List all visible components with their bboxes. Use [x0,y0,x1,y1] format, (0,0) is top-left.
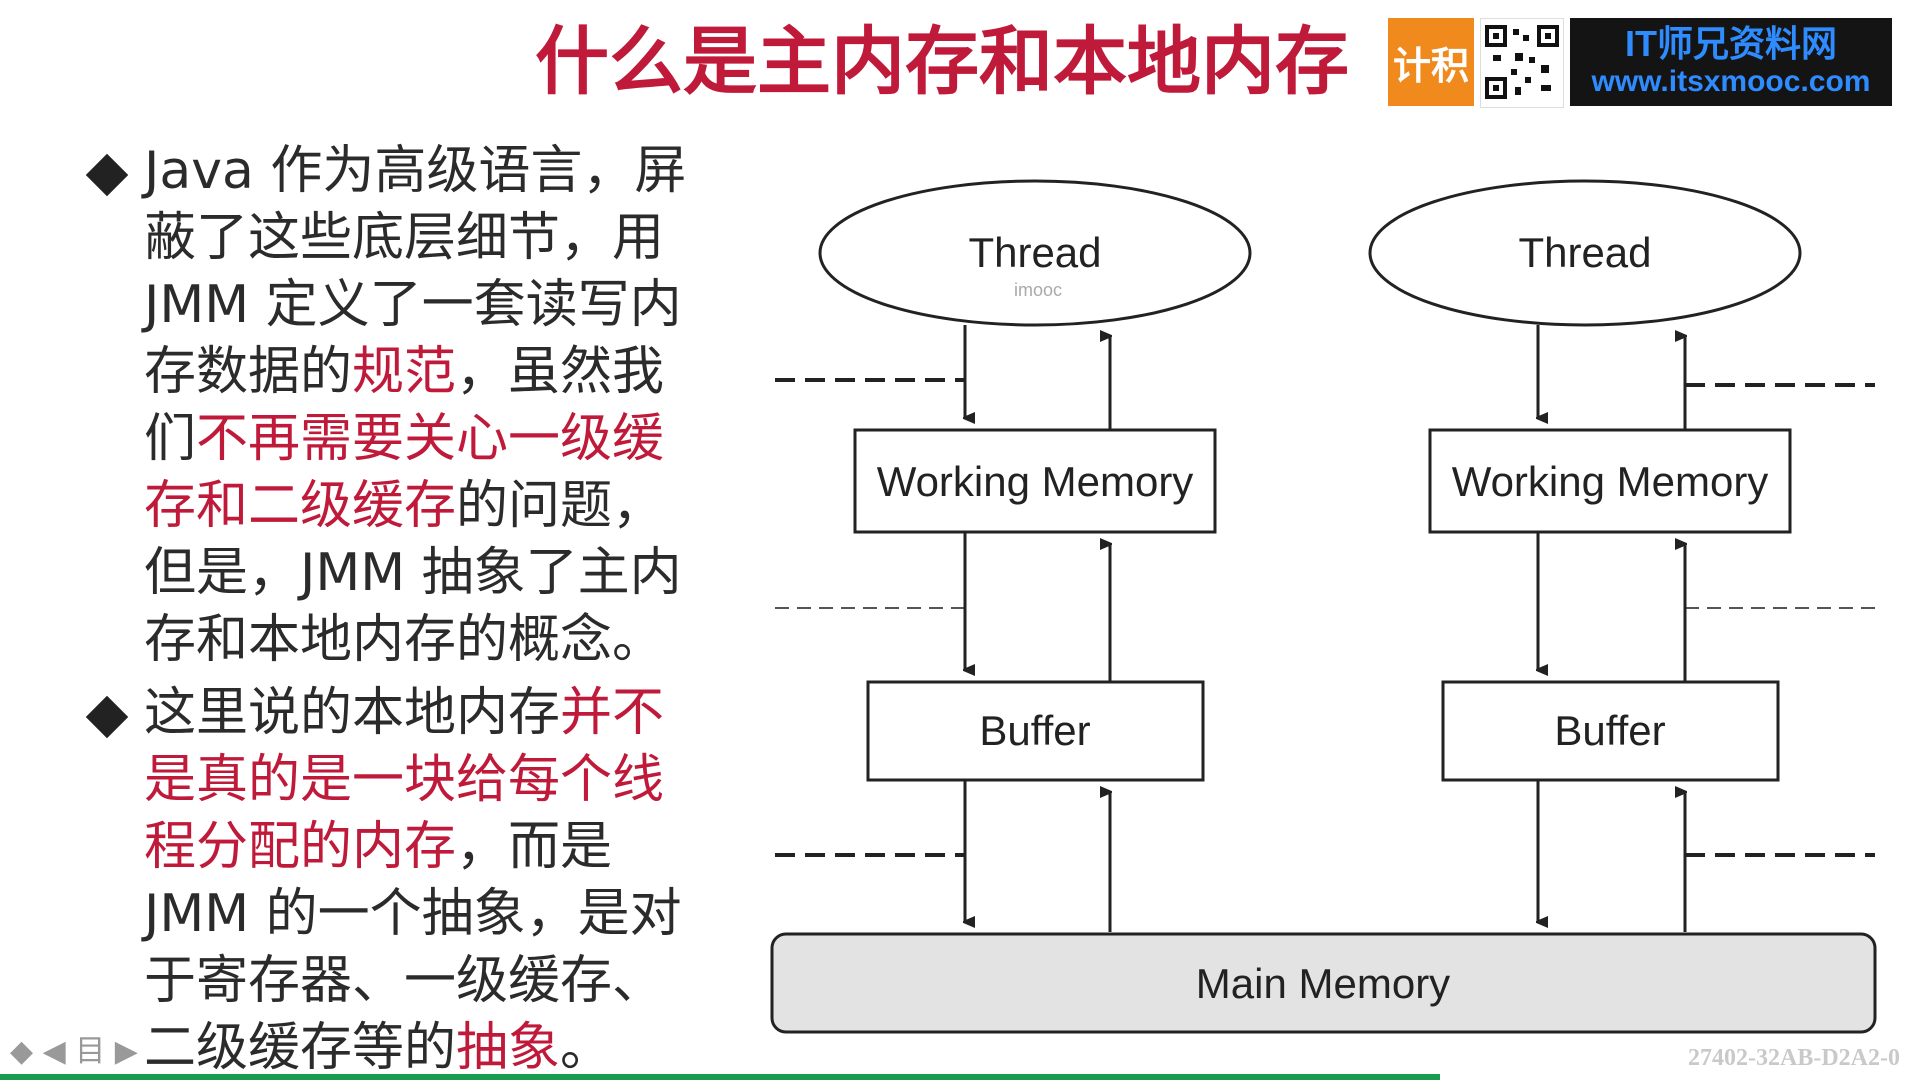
highlight-segment: 抽象 [456,1018,561,1078]
buffer-node [1441,680,1780,782]
text-segment: Java 作为高级语言，屏蔽了这些底层细节，用JMM 定义了一套读写内存数据的 [144,141,687,402]
slide-title: 什么是主内存和本地内存 [535,19,1349,105]
text-segment: 。 [560,1018,613,1078]
bullet-item: Java 作为高级语言，屏蔽了这些底层细节，用JMM 定义了一套读写内存数据的规… [80,138,740,674]
diamond-bullet-icon [85,153,129,197]
working-memory-label: Working Memory [1452,458,1769,505]
working-memory-label: Working Memory [877,458,1194,505]
buffer-node [866,680,1205,782]
buffer-label: Buffer [979,707,1090,754]
thread-label: Thread [1518,229,1651,276]
highlight-segment: 规范 [352,342,457,402]
text-segment: 这里说的本地内存 [144,683,561,743]
progress-bar [0,1074,1440,1080]
memory-model-diagram: Thread imooc Working Memory Buffer Threa… [770,179,1877,1034]
highlight-segment: 不再需要关心一级缓存和二级缓存 [144,409,665,536]
brand-badge: 计积 [1388,18,1474,106]
main-memory-label: Main Memory [1196,960,1450,1007]
site-banner: 计积 IT师兄资料网 www.itsxmooc.com [1388,18,1892,108]
diamond-bullet-icon [85,695,129,739]
slide-nav[interactable]: ◆ ◀ 目 ▶ [10,1034,138,1069]
text-segment: ，而是JMM 的一个抽象，是对于寄存器、一级缓存、二级缓存等的 [144,817,682,1078]
bullet-item: 这里说的本地内存并不是真的是一块给每个线程分配的内存，而是JMM 的一个抽象，是… [80,680,740,1082]
thread-column-right: Thread Working Memory Buffer [1368,179,1802,932]
thread-node [1368,179,1802,327]
video-id-watermark: 27402-32AB-D2A2-0 [1688,1045,1900,1071]
working-memory-node [853,428,1217,534]
text-segment: 的问题，但是，JMM 抽象了主内存和本地内存的概念。 [144,476,682,670]
buffer-label: Buffer [1554,707,1665,754]
site-logo: IT师兄资料网 www.itsxmooc.com [1570,18,1892,106]
highlight-segment: 并不是真的是一块给每个线程分配的内存 [144,683,665,877]
working-memory-node [1428,428,1792,534]
site-url: www.itsxmooc.com [1591,65,1871,98]
thread-watermark: imooc [1014,280,1062,300]
bullet-list: Java 作为高级语言，屏蔽了这些底层细节，用JMM 定义了一套读写内存数据的规… [80,138,740,1088]
layer-separators [775,378,1875,857]
text-segment: ，虽然我们 [144,342,665,469]
bullet-text: Java 作为高级语言，屏蔽了这些底层细节，用JMM 定义了一套读写内存数据的规… [144,138,704,674]
thread-node [818,179,1252,327]
bullet-text: 这里说的本地内存并不是真的是一块给每个线程分配的内存，而是JMM 的一个抽象，是… [144,680,704,1082]
qr-code-icon [1480,18,1564,108]
thread-column-left: Thread imooc Working Memory Buffer [818,179,1252,932]
thread-label: Thread [968,229,1101,276]
site-name: IT师兄资料网 [1625,23,1837,64]
main-memory-node [770,932,1877,1034]
